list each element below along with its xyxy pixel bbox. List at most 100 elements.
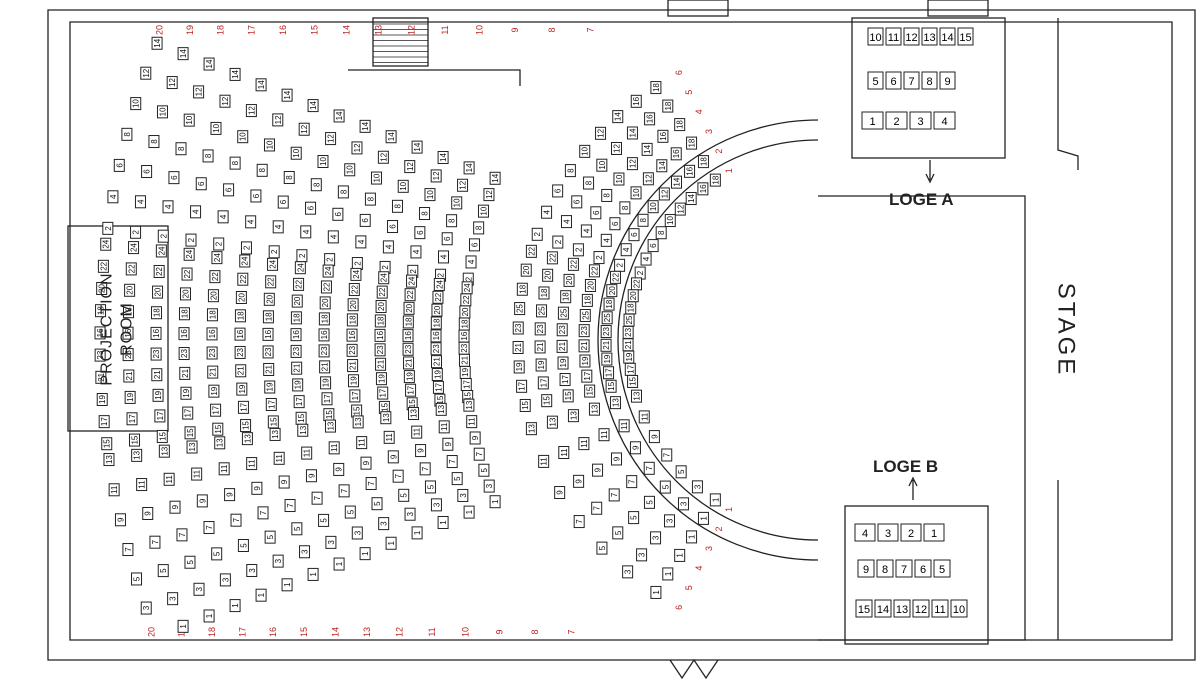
seat[interactable]: 15 [129, 433, 141, 447]
seat[interactable]: 22 [630, 277, 642, 291]
seat[interactable]: 24 [267, 257, 279, 271]
seat[interactable]: 7 [257, 506, 269, 520]
seat[interactable]: 6 [414, 226, 426, 240]
seat[interactable]: 13 [158, 444, 170, 458]
seat[interactable]: 12 [140, 66, 152, 80]
seat[interactable]: 13 [588, 402, 600, 416]
seat[interactable]: 13 [103, 453, 115, 467]
seat[interactable]: 8 [564, 164, 576, 178]
seat[interactable]: 17 [405, 383, 417, 397]
seat[interactable]: 18 [538, 286, 550, 300]
loge-seat[interactable]: 14 [874, 599, 892, 618]
seat[interactable]: 6 [469, 238, 481, 252]
seat[interactable]: 23 [600, 325, 612, 339]
seat[interactable]: 16 [374, 328, 386, 342]
seat[interactable]: 13 [567, 409, 579, 423]
seat[interactable]: 10 [130, 97, 142, 111]
seat[interactable]: 2 [130, 225, 142, 239]
seat[interactable]: 11 [163, 472, 175, 486]
seat[interactable]: 1 [333, 557, 345, 571]
seat[interactable]: 12 [658, 187, 670, 201]
seat[interactable]: 22 [567, 257, 579, 271]
seat[interactable]: 5 [318, 513, 330, 527]
seat[interactable]: 20 [375, 300, 387, 314]
seat[interactable]: 16 [178, 327, 190, 341]
loge-seat[interactable]: 13 [921, 27, 938, 46]
seat[interactable]: 14 [385, 130, 397, 144]
seat[interactable]: 8 [446, 214, 458, 228]
seat[interactable]: 21 [179, 366, 191, 380]
seat[interactable]: 4 [217, 210, 229, 224]
seat[interactable]: 8 [175, 142, 187, 156]
seat[interactable]: 3 [636, 548, 648, 562]
seat[interactable]: 14 [177, 47, 189, 61]
seat[interactable]: 12 [166, 76, 178, 90]
seat[interactable]: 11 [191, 467, 203, 481]
seat[interactable]: 11 [383, 430, 395, 444]
seat[interactable]: 18 [206, 308, 218, 322]
seat[interactable]: 13 [241, 432, 253, 446]
seat[interactable]: 18 [234, 309, 246, 323]
seat[interactable]: 6 [628, 228, 640, 242]
seat[interactable]: 7 [203, 521, 215, 535]
seat[interactable]: 19 [557, 356, 569, 370]
seat[interactable]: 16 [262, 327, 274, 341]
seat[interactable]: 20 [584, 279, 596, 293]
seat[interactable]: 22 [320, 280, 332, 294]
seat[interactable]: 23 [556, 323, 568, 337]
seat[interactable]: 23 [318, 344, 330, 358]
seat[interactable]: 22 [404, 288, 416, 302]
seat[interactable]: 17 [237, 400, 249, 414]
seat[interactable]: 17 [460, 377, 472, 391]
seat[interactable]: 20 [431, 303, 443, 317]
seat[interactable]: 2 [296, 249, 308, 263]
seat[interactable]: 24 [322, 264, 334, 278]
seat[interactable]: 21 [600, 338, 612, 352]
seat[interactable]: 18 [560, 290, 572, 304]
seat[interactable]: 8 [121, 127, 133, 141]
seat[interactable]: 17 [321, 392, 333, 406]
seat[interactable]: 3 [404, 507, 416, 521]
seat[interactable]: 16 [670, 147, 682, 161]
loge-seat[interactable]: 10 [950, 599, 968, 618]
seat[interactable]: 5 [451, 472, 463, 486]
loge-seat[interactable]: 3 [877, 523, 899, 542]
seat[interactable]: 14 [489, 171, 501, 185]
seat[interactable]: 12 [193, 85, 205, 99]
seat[interactable]: 4 [190, 205, 202, 219]
seat[interactable]: 23 [458, 341, 470, 355]
seat[interactable]: 5 [371, 497, 383, 511]
seat[interactable]: 18 [402, 315, 414, 329]
seat[interactable]: 11 [218, 462, 230, 476]
seat[interactable]: 9 [333, 462, 345, 476]
loge-seat[interactable]: 2 [900, 523, 922, 542]
seat[interactable]: 20 [403, 301, 415, 315]
seat[interactable]: 10 [344, 163, 356, 177]
seat[interactable]: 1 [709, 493, 721, 507]
seat[interactable]: 19 [124, 390, 136, 404]
seat[interactable]: 16 [122, 326, 134, 340]
seat[interactable]: 6 [332, 207, 344, 221]
seat[interactable]: 19 [535, 358, 547, 372]
seat[interactable]: 2 [593, 251, 605, 265]
loge-seat[interactable]: 12 [903, 27, 920, 46]
seat[interactable]: 10 [630, 186, 642, 200]
seat[interactable]: 3 [351, 526, 363, 540]
seat[interactable]: 3 [430, 498, 442, 512]
seat[interactable]: 18 [374, 314, 386, 328]
seat[interactable]: 16 [234, 327, 246, 341]
seat[interactable]: 7 [473, 447, 485, 461]
seat[interactable]: 10 [647, 200, 659, 214]
seat[interactable]: 19 [513, 360, 525, 374]
seat[interactable]: 10 [263, 138, 275, 152]
seat[interactable]: 4 [541, 205, 553, 219]
seat[interactable]: 22 [609, 270, 621, 284]
seat[interactable]: 2 [213, 237, 225, 251]
seat[interactable]: 18 [662, 99, 674, 113]
seat[interactable]: 1 [385, 536, 397, 550]
seat[interactable]: 24 [183, 247, 195, 261]
seat[interactable]: 7 [284, 499, 296, 513]
seat[interactable]: 13 [630, 389, 642, 403]
seat[interactable]: 20 [520, 263, 532, 277]
seat[interactable]: 1 [281, 578, 293, 592]
